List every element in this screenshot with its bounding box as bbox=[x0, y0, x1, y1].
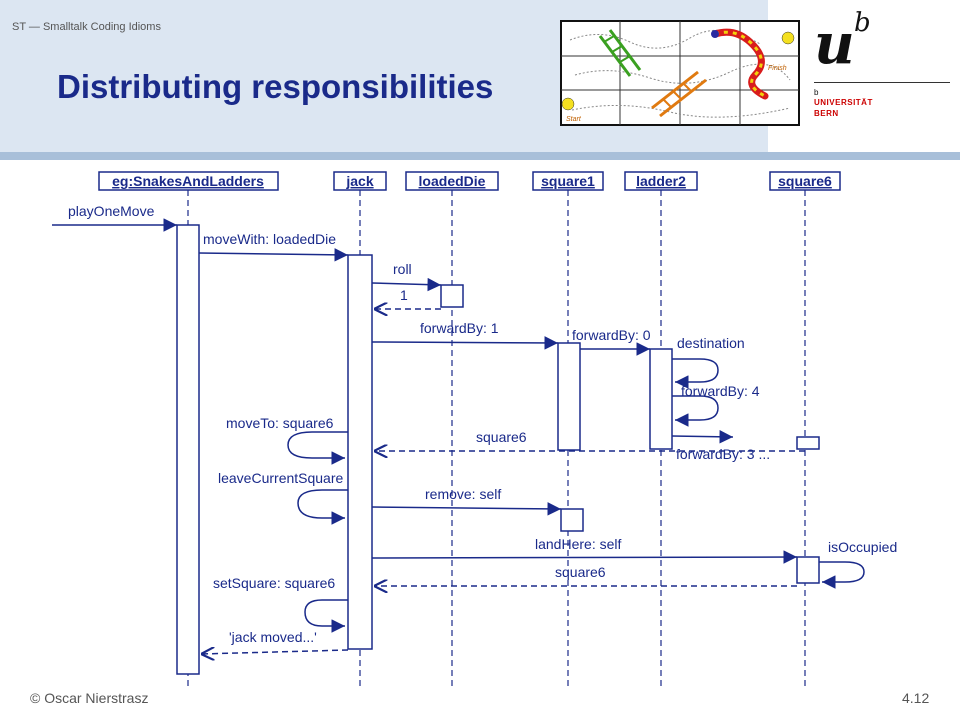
green-ladder bbox=[598, 29, 642, 77]
svg-text:eg:SnakesAndLadders: eg:SnakesAndLadders bbox=[112, 173, 264, 189]
activation-square6-b bbox=[796, 556, 820, 584]
svg-text:ladder2: ladder2 bbox=[636, 173, 686, 189]
label-land-here: landHere: self bbox=[535, 536, 621, 552]
self-call-set-square bbox=[304, 599, 348, 633]
label-play-one-move: playOneMove bbox=[68, 203, 155, 219]
footer-author: © Oscar Nierstrasz bbox=[30, 690, 149, 706]
svg-text:loadedDie: loadedDie bbox=[419, 173, 486, 189]
message-move-with bbox=[198, 248, 349, 262]
message-forward-by-1 bbox=[371, 336, 559, 350]
logo-b: b bbox=[854, 8, 871, 38]
label-remove-self: remove: self bbox=[425, 486, 501, 502]
self-call-move-to bbox=[287, 431, 348, 465]
label-move-with: moveWith: loadedDie bbox=[203, 231, 336, 247]
university-logo: u b b UNIVERSITÄT BERN bbox=[806, 10, 956, 125]
lifeline-header-ladder2: ladder2 bbox=[624, 171, 698, 191]
svg-text:square6: square6 bbox=[778, 173, 832, 189]
logo-rule bbox=[814, 82, 950, 83]
svg-text:Finish: Finish bbox=[768, 65, 787, 72]
activation-square1 bbox=[557, 342, 581, 451]
label-set-square: setSquare: square6 bbox=[213, 575, 335, 591]
lifeline-header-square6: square6 bbox=[769, 171, 841, 191]
header-rule bbox=[0, 152, 960, 160]
label-forward-by-1: forwardBy: 1 bbox=[420, 320, 499, 336]
activation-square1-b bbox=[560, 508, 584, 532]
logo-university: UNIVERSITÄT bbox=[814, 98, 873, 107]
label-square6-return-b: square6 bbox=[555, 564, 606, 580]
message-land-here bbox=[371, 550, 798, 564]
lifeline-header-snakes-and-ladders: eg:SnakesAndLadders bbox=[98, 171, 279, 191]
label-destination: destination bbox=[677, 335, 745, 351]
label-forward-by-0: forwardBy: 0 bbox=[572, 327, 651, 343]
label-jack-moved: 'jack moved...' bbox=[229, 629, 317, 645]
orange-ladder bbox=[651, 70, 707, 118]
sequence-diagram: eg:SnakesAndLadders jack loadedDie squar… bbox=[52, 171, 897, 688]
activation-ladder2 bbox=[649, 348, 673, 450]
svg-text:jack: jack bbox=[345, 173, 373, 189]
label-forward-by-3: forwardBy: 3 ... bbox=[676, 446, 770, 462]
logo-city: BERN bbox=[814, 109, 839, 118]
label-roll: roll bbox=[393, 261, 412, 277]
lifeline-header-square1: square1 bbox=[532, 171, 604, 191]
activation-loaded-die bbox=[440, 284, 464, 308]
lifeline-header-jack: jack bbox=[333, 171, 387, 191]
label-leave-current-square: leaveCurrentSquare bbox=[218, 470, 344, 486]
activation-square6-a bbox=[796, 436, 820, 450]
slide-title: Distributing responsibilities bbox=[57, 68, 494, 105]
svg-text:Start: Start bbox=[566, 116, 582, 123]
label-move-to: moveTo: square6 bbox=[226, 415, 334, 431]
label-forward-by-4: forwardBy: 4 bbox=[681, 383, 760, 399]
activation-snakes-and-ladders bbox=[176, 224, 200, 675]
label-square6-return: square6 bbox=[476, 429, 527, 445]
snakes-and-ladders-board: Finish Start bbox=[560, 20, 800, 126]
self-call-is-occupied bbox=[819, 561, 865, 589]
page-number: 4.12 bbox=[902, 690, 930, 706]
self-call-leave-current-square bbox=[297, 489, 348, 525]
self-call-forward-by-4 bbox=[672, 395, 719, 427]
logo-small-b: b bbox=[814, 88, 819, 97]
message-forward-by-3 bbox=[671, 430, 734, 444]
svg-text:square1: square1 bbox=[541, 173, 595, 189]
logo-u: u bbox=[814, 11, 855, 77]
message-roll bbox=[371, 277, 442, 292]
message-remove-self bbox=[371, 502, 562, 516]
self-call-destination bbox=[672, 358, 719, 389]
label-is-occupied: isOccupied bbox=[828, 539, 897, 555]
lifeline-header-loaded-die: loadedDie bbox=[405, 171, 499, 191]
return-jack-moved bbox=[201, 650, 349, 654]
activation-jack bbox=[347, 254, 373, 650]
label-roll-return: 1 bbox=[400, 287, 408, 303]
course-label: ST — Smalltalk Coding Idioms bbox=[12, 21, 161, 33]
